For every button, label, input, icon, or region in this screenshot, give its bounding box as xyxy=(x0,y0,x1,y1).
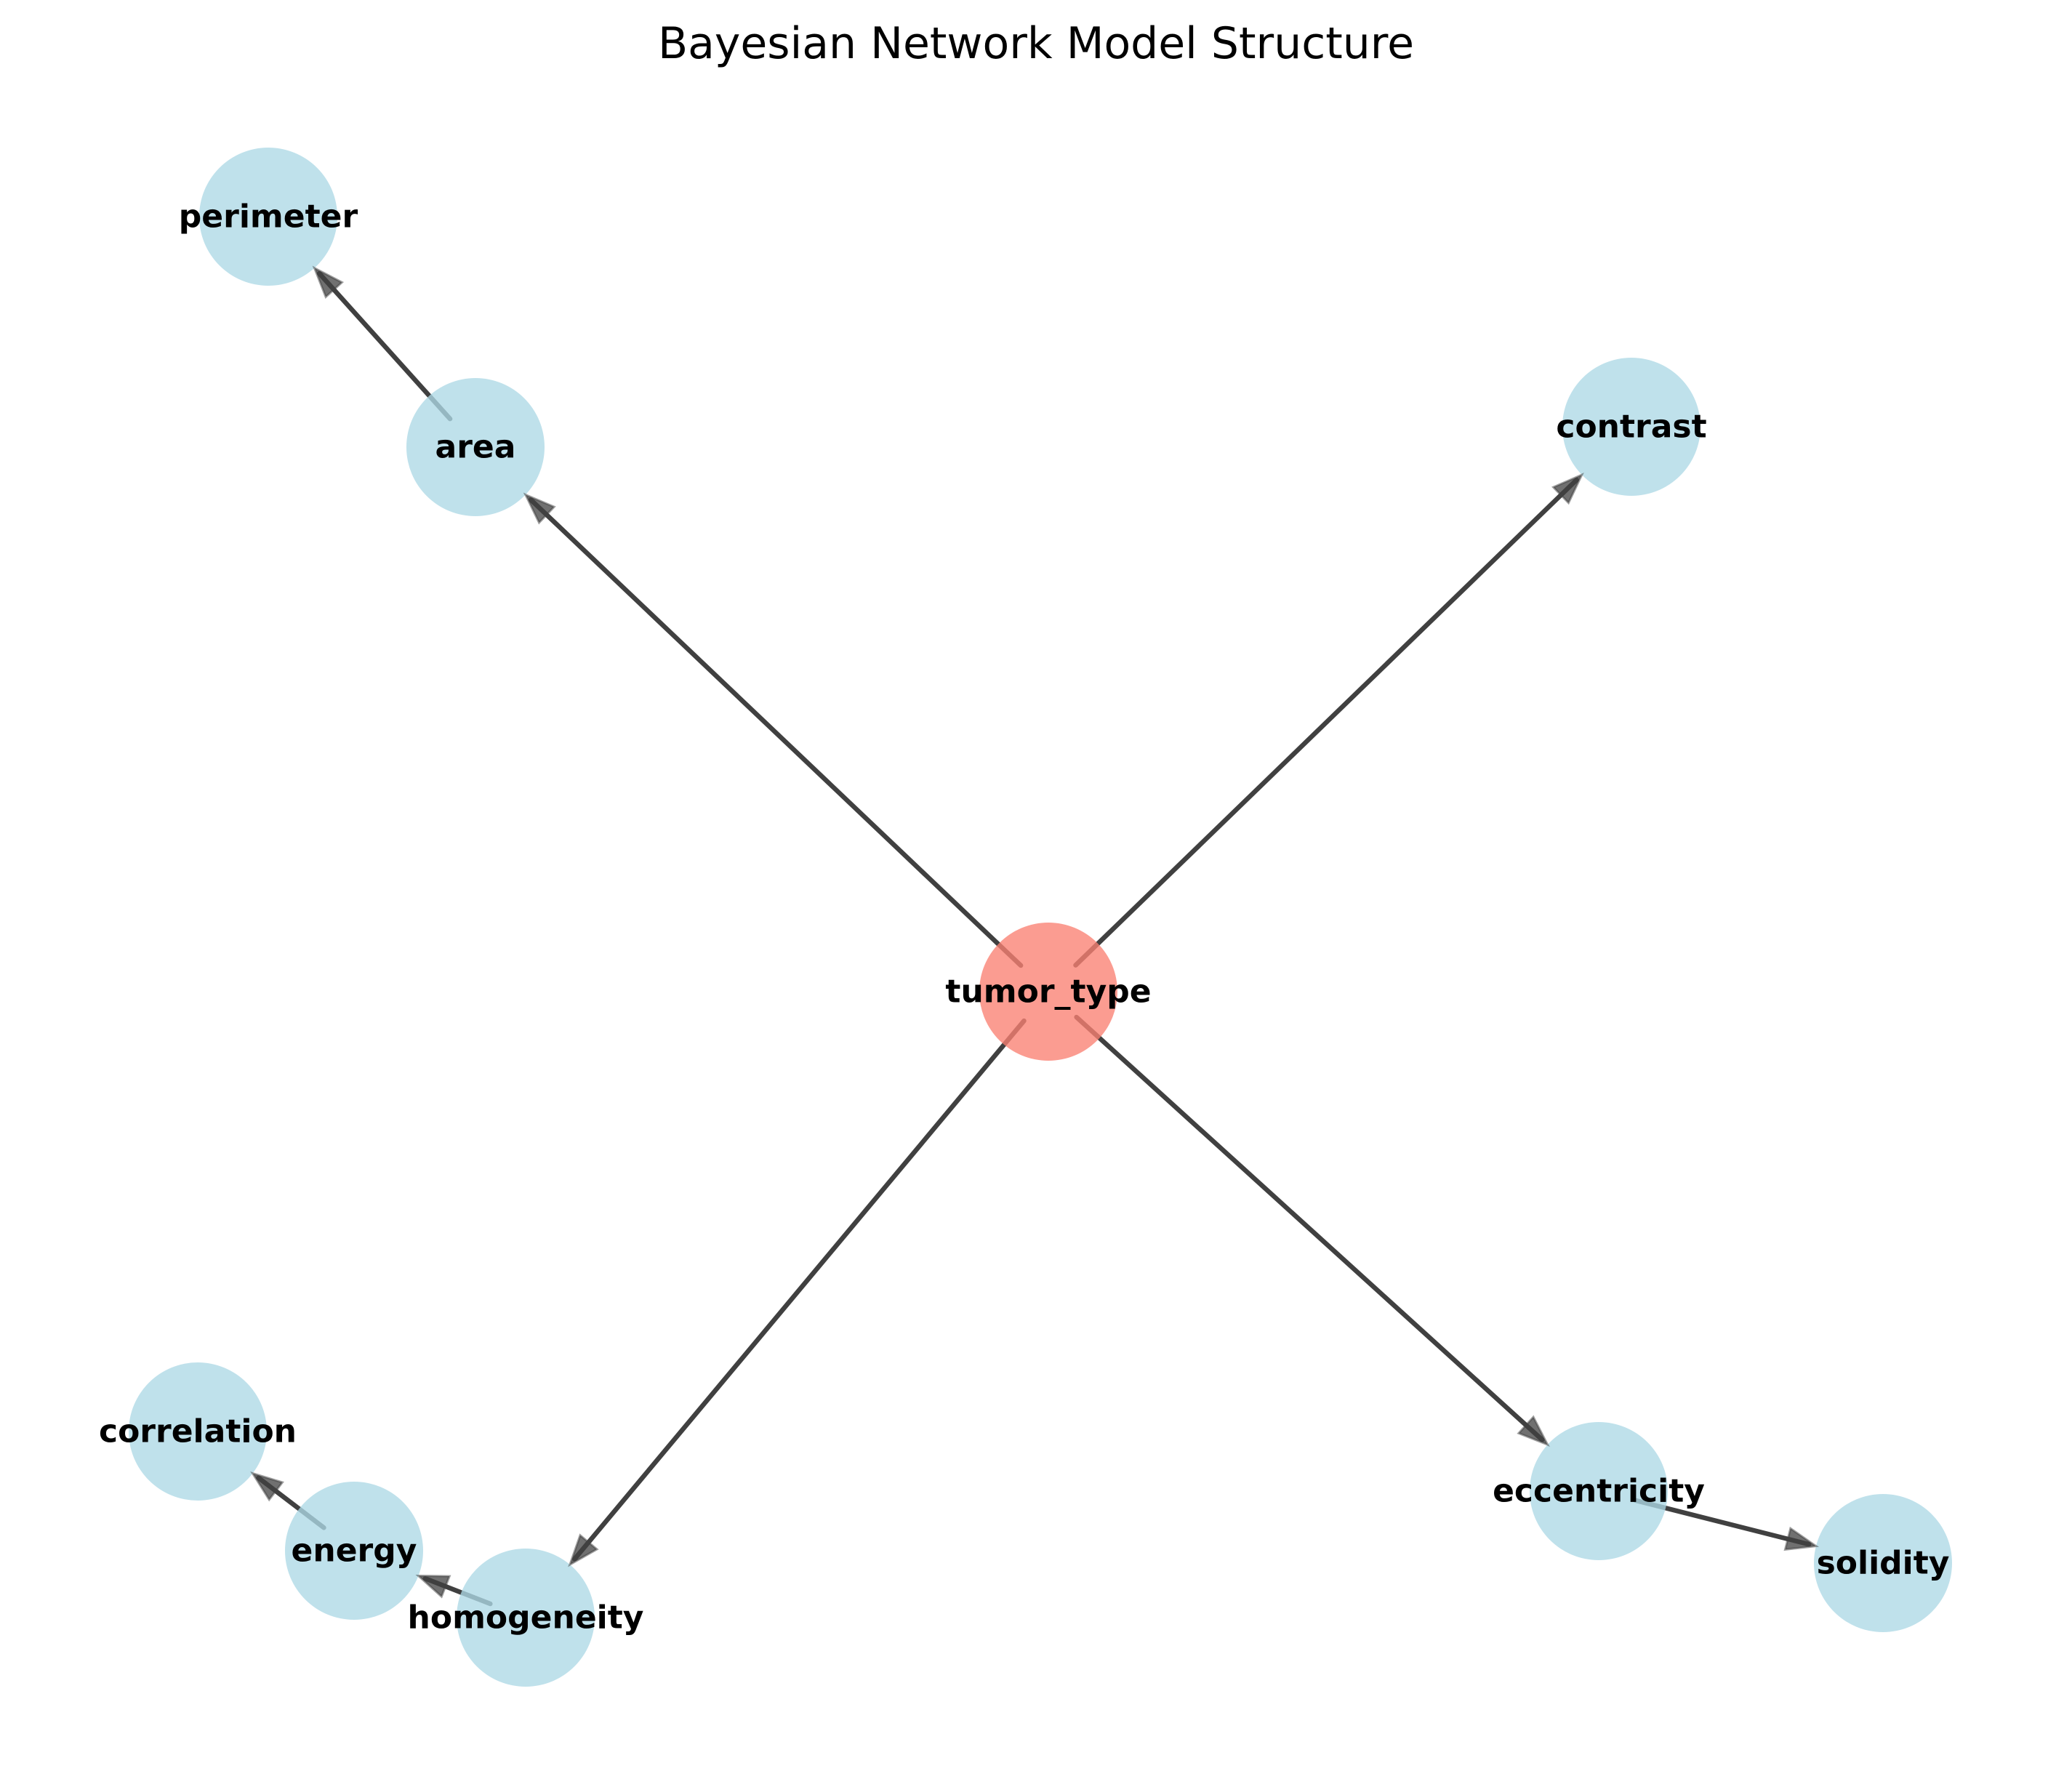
node-energy xyxy=(285,1482,423,1620)
node-label-contrast: contrast xyxy=(1556,409,1706,446)
arrowhead-energy-to-correlation xyxy=(250,1471,284,1502)
node-label-tumor_type: tumor_type xyxy=(945,973,1151,1011)
node-label-eccentricity: eccentricity xyxy=(1493,1473,1705,1510)
arrowhead-tumor_type-to-contrast xyxy=(1551,473,1584,505)
node-label-homogeneity: homogeneity xyxy=(408,1599,644,1637)
edge-tumor_type-to-eccentricity xyxy=(1074,1014,1545,1442)
node-correlation xyxy=(129,1362,267,1501)
node-label-solidity: solidity xyxy=(1817,1545,1950,1582)
nodes-layer xyxy=(129,148,1952,1687)
node-label-energy: energy xyxy=(292,1533,417,1570)
node-solidity xyxy=(1814,1494,1952,1632)
diagram-title: Bayesian Network Model Structure xyxy=(658,18,1414,69)
edge-tumor_type-to-homogeneity xyxy=(572,1018,1027,1562)
arrowheads-layer xyxy=(250,265,1820,1599)
node-area xyxy=(406,378,545,516)
node-perimeter xyxy=(199,148,337,286)
edge-area-to-perimeter xyxy=(316,270,453,422)
arrowhead-homogeneity-to-energy xyxy=(415,1574,451,1599)
arrowhead-tumor_type-to-eccentricity xyxy=(1517,1415,1550,1447)
edge-tumor_type-to-contrast xyxy=(1073,477,1579,968)
labels-layer: tumor_type area perimeter contrast eccentric… xyxy=(99,198,1949,1637)
node-tumor_type xyxy=(979,923,1117,1061)
node-label-perimeter: perimeter xyxy=(179,198,358,236)
node-contrast xyxy=(1562,358,1700,496)
arrowhead-area-to-perimeter xyxy=(312,265,345,299)
node-label-area: area xyxy=(435,429,516,466)
arrowhead-tumor_type-to-area xyxy=(523,492,556,525)
node-homogeneity xyxy=(457,1549,595,1687)
node-label-correlation: correlation xyxy=(99,1413,297,1450)
arrowhead-eccentricity-to-solidity xyxy=(1783,1526,1820,1551)
edge-tumor_type-to-area xyxy=(528,497,1024,968)
arrowhead-tumor_type-to-homogeneity xyxy=(568,1533,599,1567)
node-eccentricity xyxy=(1530,1422,1668,1560)
edges-layer xyxy=(256,270,1812,1607)
